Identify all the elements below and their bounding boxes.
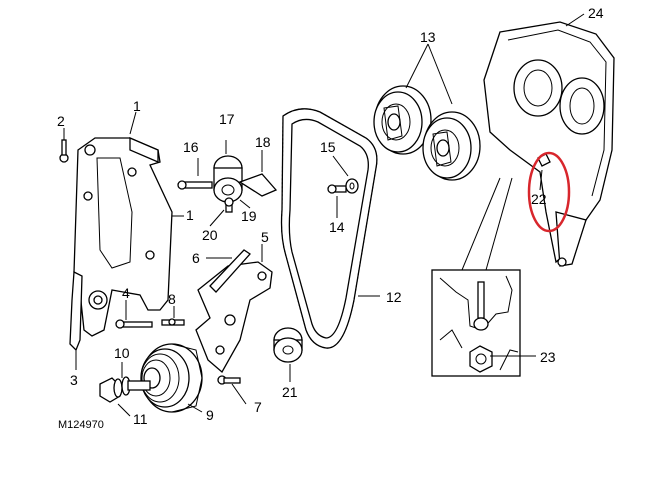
callout-18: 18 — [255, 134, 271, 150]
inset-pointer-right — [485, 177, 513, 271]
bolt-20 — [224, 197, 234, 213]
camshaft-sprocket-left — [373, 85, 432, 155]
callout-1-top: 1 — [133, 98, 141, 114]
bolt-8 — [161, 318, 185, 326]
front-timing-cover — [483, 21, 615, 267]
callout-13: 13 — [420, 29, 436, 45]
callout-11: 11 — [133, 411, 148, 427]
highlight-ring — [527, 151, 571, 233]
diagram-reference-code: M124970 — [58, 419, 104, 431]
crankshaft-pulley — [140, 343, 203, 413]
callout-24: 24 — [588, 5, 604, 21]
callout-15: 15 — [320, 139, 336, 155]
cover-bolt-2 — [59, 139, 69, 163]
callout-7: 7 — [254, 399, 262, 415]
callout-14: 14 — [329, 219, 345, 235]
washer-15 — [345, 178, 359, 194]
leader-lines — [63, 13, 585, 417]
timing-belt — [280, 108, 378, 349]
callout-23: 23 — [540, 349, 556, 365]
crank-bolt-and-washer — [99, 376, 151, 403]
callout-5: 5 — [261, 229, 269, 245]
callout-17: 17 — [219, 111, 235, 127]
belt-guide-bracket — [195, 249, 273, 374]
callout-2: 2 — [57, 113, 65, 129]
callout-1-side: 1 — [186, 207, 194, 223]
callout-3: 3 — [70, 372, 78, 388]
callout-20: 20 — [202, 227, 218, 243]
callout-10: 10 — [114, 345, 130, 361]
callout-12: 12 — [386, 289, 402, 305]
callout-4: 4 — [122, 285, 130, 301]
belt-tensioner — [213, 155, 278, 203]
tensioner-bolt-16 — [177, 180, 213, 190]
idler-pulley — [273, 327, 303, 363]
rear-timing-cover — [73, 137, 173, 337]
bolt-4 — [115, 319, 153, 329]
camshaft-sprocket-right — [422, 111, 481, 181]
callout-22: 22 — [531, 191, 547, 207]
callout-6: 6 — [192, 250, 200, 266]
idler-bolt-14 — [327, 184, 347, 194]
detail-inset — [431, 269, 521, 377]
bolt-7 — [217, 375, 241, 385]
callout-21: 21 — [282, 384, 298, 400]
lower-seal-strip — [69, 270, 83, 352]
callout-8: 8 — [168, 291, 176, 307]
callout-19: 19 — [241, 208, 257, 224]
callout-16: 16 — [183, 139, 199, 155]
callout-9: 9 — [206, 407, 214, 423]
inset-pointer-left — [461, 177, 501, 271]
